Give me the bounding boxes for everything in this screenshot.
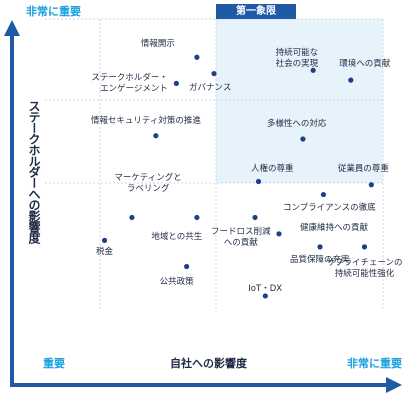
point-label: 地域との共生 — [151, 232, 203, 243]
data-point — [276, 231, 282, 237]
data-point — [368, 182, 374, 188]
point-label: 情報開示 — [140, 39, 175, 50]
x-axis-min-label: 重要 — [43, 357, 65, 370]
point-label: 公共政策 — [159, 276, 194, 287]
y-axis-arrow — [4, 20, 20, 36]
data-point — [153, 133, 159, 139]
x-axis-arrow — [386, 377, 402, 393]
data-point — [320, 191, 327, 198]
point-label: 従業員の尊重 — [337, 163, 389, 174]
x-axis-title: 自社への影響度 — [170, 357, 247, 370]
point-label: フードロス削減 への貢献 — [211, 227, 271, 249]
data-point — [184, 263, 190, 270]
data-point — [173, 80, 179, 86]
data-point — [101, 237, 108, 243]
point-label: 環境への貢献 — [339, 59, 391, 70]
point-label: 情報セキュリティ対策の推進 — [90, 115, 201, 126]
data-point — [255, 178, 262, 185]
point-label: 健康維持への貢献 — [299, 222, 368, 233]
x-axis-max-label: 非常に重要 — [347, 357, 402, 370]
data-point — [211, 70, 217, 77]
point-label: IoT・DX — [248, 283, 283, 294]
point-label: 品質保障の充実 — [290, 254, 350, 265]
data-point — [348, 77, 354, 83]
point-label: コンプライアンスの徹底 — [282, 202, 376, 213]
point-label: サプライチェーンの 持続可能性強化 — [326, 257, 403, 279]
point-label: 人権の尊重 — [250, 163, 294, 174]
quadrant-title: 第一象限 — [216, 4, 296, 19]
quadrant-1-area — [216, 19, 383, 183]
data-point — [300, 136, 306, 142]
data-point — [194, 214, 200, 221]
data-point — [361, 244, 368, 250]
point-label: ガバナンス — [189, 82, 232, 93]
point-label: 多様性への対応 — [266, 118, 327, 129]
data-point — [262, 293, 268, 299]
data-point — [310, 67, 316, 73]
point-label: マーケティングと ラベリング — [114, 173, 182, 195]
data-point — [129, 214, 135, 221]
y-axis-title: ステークホルダーへの影響度 — [27, 100, 41, 243]
point-label: 持続可能な 社会の実現 — [275, 48, 319, 70]
point-label: ステークホルダー・ エンゲージメント — [91, 73, 168, 95]
data-point — [194, 54, 200, 60]
point-label: 税金 — [96, 247, 114, 258]
data-point — [317, 244, 323, 250]
y-axis-max-label: 非常に重要 — [26, 5, 81, 18]
data-point — [252, 214, 258, 221]
